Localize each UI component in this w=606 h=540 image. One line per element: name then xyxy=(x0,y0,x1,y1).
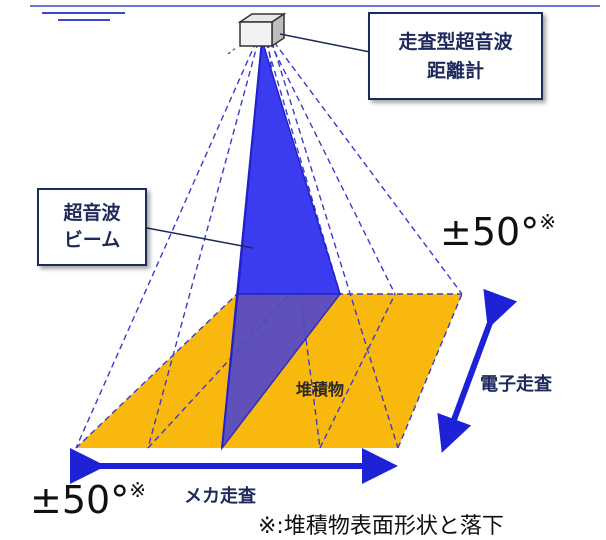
angle-mark-right: ※ xyxy=(539,210,556,234)
distance-meter-callout: 走査型超音波 距離計 xyxy=(368,12,543,100)
diagram-canvas xyxy=(30,5,600,484)
meter-leader xyxy=(279,33,371,53)
distance-meter-label-line2: 距離計 xyxy=(426,60,484,82)
mechanical-scan-label: メカ走査 xyxy=(184,486,256,507)
water-surface xyxy=(30,5,600,21)
footnote: ※:堆積物表面形状と落下 xyxy=(258,514,504,539)
deposit-label: 堆積物 xyxy=(296,380,345,399)
ultrasonic-beam-label-line1: 超音波 xyxy=(63,202,121,224)
sensor-box-icon xyxy=(227,12,287,55)
ultrasonic-beam-label-line2: ビーム xyxy=(63,229,121,251)
electronic-scan-arrow xyxy=(437,288,518,453)
mechanical-scan-angle: ±50°※ xyxy=(30,478,146,522)
distance-meter-label-line1: 走査型超音波 xyxy=(398,31,513,53)
angle-mark-left: ※ xyxy=(129,478,146,502)
ultrasonic-beam xyxy=(220,39,342,451)
electronic-scan-angle: ±50°※ xyxy=(440,210,556,254)
electronic-scan-label: 電子走査 xyxy=(480,374,552,395)
beam-leader xyxy=(146,227,254,249)
ultrasonic-beam-callout: 超音波 ビーム xyxy=(37,188,147,266)
angle-value-left: ±50° xyxy=(30,478,130,522)
angle-value-right: ±50° xyxy=(440,210,540,254)
